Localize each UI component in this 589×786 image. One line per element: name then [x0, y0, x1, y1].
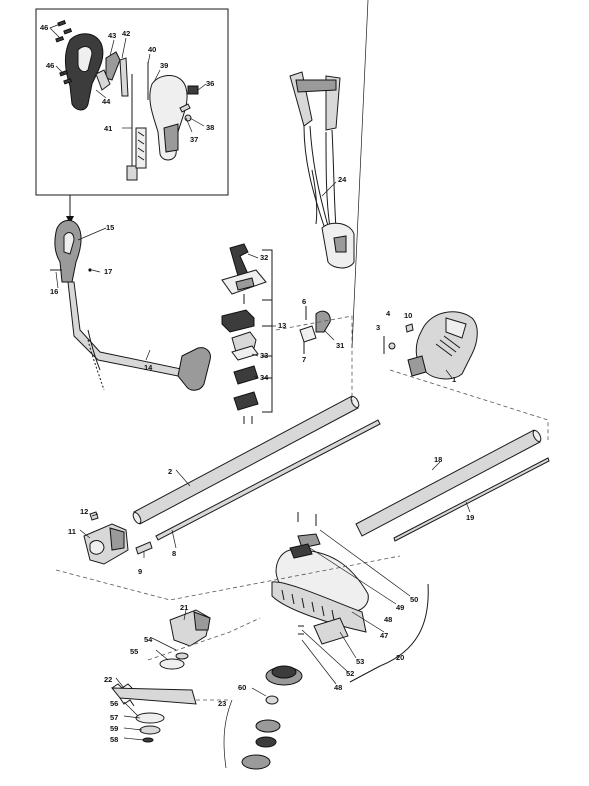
- callout-21: 21: [180, 603, 188, 612]
- callout-17: 17: [104, 267, 112, 276]
- callout-44: 44: [102, 97, 111, 106]
- drive-shaft-19: [393, 457, 550, 542]
- callout-49: 49: [396, 603, 404, 612]
- callout-31: 31: [336, 341, 344, 350]
- callout-24: 24: [338, 175, 347, 184]
- callout-50: 50: [410, 595, 418, 604]
- callout-10: 10: [404, 311, 412, 320]
- callout-2: 2: [168, 467, 172, 476]
- callout-52: 52: [346, 669, 354, 678]
- callout-12: 12: [80, 507, 88, 516]
- callout-53: 53: [356, 657, 364, 666]
- throttle-cable: [126, 62, 149, 181]
- callout-16: 16: [50, 287, 58, 296]
- callout-58: 58: [110, 735, 118, 744]
- callout-32: 32: [260, 253, 268, 262]
- callout-9: 9: [138, 567, 142, 576]
- callout-18: 18: [434, 455, 442, 464]
- callout-4: 4: [386, 309, 391, 318]
- trimmer-head-23: [223, 665, 303, 770]
- coupler-11: [83, 511, 153, 565]
- callout-40: 40: [148, 45, 156, 54]
- callout-8: 8: [172, 549, 176, 558]
- callout-46: 46: [46, 61, 54, 70]
- callout-3: 3: [376, 323, 380, 332]
- shoulder-harness: [289, 71, 355, 269]
- handle-grip-right-part: [149, 75, 188, 161]
- guard-assembly: [271, 512, 429, 683]
- callout-19: 19: [466, 513, 474, 522]
- callout-60: 60: [238, 683, 246, 692]
- callout-57: 57: [110, 713, 118, 722]
- callout-47: 47: [380, 631, 388, 640]
- loop-handle-assembly: [50, 219, 211, 391]
- callout-15: 15: [106, 223, 114, 232]
- callout-1: 1: [452, 375, 456, 384]
- callout-41: 41: [104, 124, 112, 133]
- callout-36: 36: [206, 79, 214, 88]
- callout-42: 42: [122, 29, 130, 38]
- callout-46: 46: [40, 23, 48, 32]
- callout-43: 43: [108, 31, 116, 40]
- tube-18: [355, 429, 542, 537]
- blade-22: [110, 683, 197, 743]
- callout-6: 6: [302, 297, 306, 306]
- callout-7: 7: [302, 355, 306, 364]
- handle-grip-left-part: [64, 33, 104, 111]
- callout-48: 48: [384, 615, 392, 624]
- callout-59: 59: [110, 724, 118, 733]
- callout-14: 14: [144, 363, 153, 372]
- callout-56: 56: [110, 699, 118, 708]
- callout-13: 13: [278, 321, 286, 330]
- gear-case-21: [159, 609, 211, 670]
- drive-shaft-8: [155, 419, 381, 541]
- trigger-parts: [95, 51, 129, 97]
- assembly-guide-lines: [55, 315, 549, 701]
- callout-11: 11: [68, 527, 76, 536]
- callout-55: 55: [130, 647, 138, 656]
- center-parts-stack: [221, 243, 331, 424]
- callout-38: 38: [206, 123, 214, 132]
- main-tube-2: [132, 395, 360, 525]
- callout-54: 54: [144, 635, 153, 644]
- callout-39: 39: [160, 61, 168, 70]
- leader-lines: [49, 0, 471, 741]
- callout-34: 34: [260, 373, 269, 382]
- callout-20: 20: [396, 653, 404, 662]
- callout-23: 23: [218, 699, 226, 708]
- callout-37: 37: [190, 135, 198, 144]
- engine-cover: [383, 311, 478, 380]
- callout-33: 33: [260, 351, 268, 360]
- callout-labels: 46 46 43 42 40 39 36 44 41 38 37 15 17 1…: [40, 23, 474, 744]
- callout-22: 22: [104, 675, 112, 684]
- callout-48: 48: [334, 683, 342, 692]
